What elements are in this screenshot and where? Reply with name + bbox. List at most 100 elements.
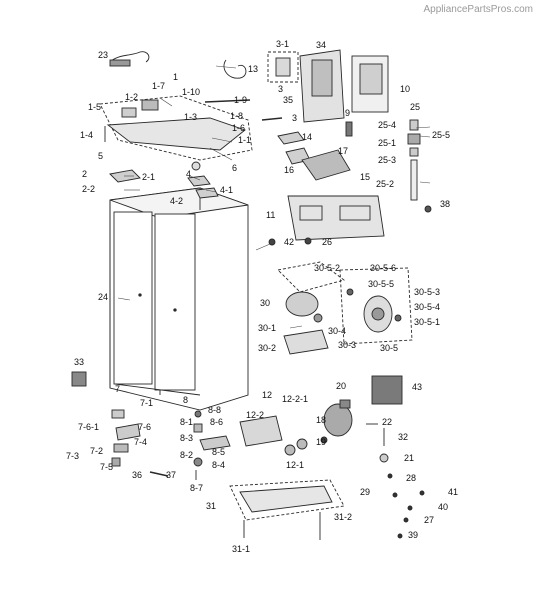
callout-24: 24 bbox=[98, 292, 108, 302]
compressor-18 bbox=[320, 399, 389, 463]
callout-8-7: 8-7 bbox=[190, 483, 203, 493]
callout-1-4: 1-4 bbox=[80, 130, 93, 140]
callout-1-9: 1-9 bbox=[234, 95, 247, 105]
callout-8-1: 8-1 bbox=[180, 417, 193, 427]
callout-7-3: 7-3 bbox=[66, 451, 79, 461]
callout-29: 29 bbox=[360, 487, 370, 497]
callout-25-1: 25-1 bbox=[378, 138, 396, 148]
callout-38: 38 bbox=[440, 199, 450, 209]
callout-12: 12 bbox=[262, 390, 272, 400]
callout-27: 27 bbox=[424, 515, 434, 525]
callout-17: 17 bbox=[338, 146, 348, 156]
callout-30-5-3: 30-5-3 bbox=[414, 287, 440, 297]
callout-8-5: 8-5 bbox=[212, 447, 225, 457]
callout-16: 16 bbox=[284, 165, 294, 175]
callout-30-3: 30-3 bbox=[338, 340, 356, 350]
callout-23: 23 bbox=[98, 50, 108, 60]
callout-1-1: 1-1 bbox=[238, 135, 251, 145]
callout-2-2: 2-2 bbox=[82, 184, 95, 194]
callout-1-10: 1-10 bbox=[182, 87, 200, 97]
callout-30-5: 30-5 bbox=[380, 343, 398, 353]
callout-30-4: 30-4 bbox=[328, 326, 346, 336]
callout-30-1: 30-1 bbox=[258, 323, 276, 333]
callout-12-2: 12-2 bbox=[246, 410, 264, 420]
callout-28: 28 bbox=[406, 473, 416, 483]
wire-harness-23 bbox=[109, 51, 150, 63]
callout-13: 13 bbox=[248, 64, 258, 74]
callout-19: 19 bbox=[316, 437, 326, 447]
callout-1-8: 1-8 bbox=[230, 111, 243, 121]
fan-assembly-30 bbox=[277, 261, 346, 355]
callout-35: 35 bbox=[283, 95, 293, 105]
callout-4: 4 bbox=[186, 169, 191, 179]
callout-2-1: 2-1 bbox=[142, 172, 155, 182]
callout-9: 9 bbox=[345, 108, 350, 118]
callout-5: 5 bbox=[98, 151, 103, 161]
callout-1-7: 1-7 bbox=[152, 81, 165, 91]
callout-39: 39 bbox=[408, 530, 418, 540]
callout-1: 1 bbox=[173, 72, 178, 82]
callout-31-2: 31-2 bbox=[334, 512, 352, 522]
callout-7-6-1: 7-6-1 bbox=[78, 422, 99, 432]
callout-7-4: 7-4 bbox=[134, 437, 147, 447]
watermark: AppliancePartsPros.com bbox=[423, 4, 534, 15]
top-cover-assembly bbox=[99, 95, 253, 161]
callout-30-5-2: 30-5-2 bbox=[314, 263, 340, 273]
callout-8: 8 bbox=[183, 395, 188, 405]
callout-3: 3 bbox=[278, 84, 283, 94]
callout-30-5-6: 30-5-6 bbox=[370, 263, 396, 273]
cabinet-body bbox=[109, 187, 249, 411]
callout-6: 6 bbox=[232, 163, 237, 173]
callout-30-5-1: 30-5-1 bbox=[414, 317, 440, 327]
callout-25-5: 25-5 bbox=[432, 130, 450, 140]
callout-32: 32 bbox=[398, 432, 408, 442]
callout-31: 31 bbox=[206, 501, 216, 511]
water-filter-column bbox=[407, 119, 432, 213]
callout-14: 14 bbox=[302, 132, 312, 142]
water-tube-13 bbox=[223, 59, 247, 79]
callout-33: 33 bbox=[74, 357, 84, 367]
callout-4-2: 4-2 bbox=[170, 196, 183, 206]
callout-1-3: 1-3 bbox=[184, 112, 197, 122]
callout-30-2: 30-2 bbox=[258, 343, 276, 353]
callout-8-4: 8-4 bbox=[212, 460, 225, 470]
callout-2: 2 bbox=[82, 169, 87, 179]
callout-40: 40 bbox=[438, 502, 448, 512]
callout-1-6: 1-6 bbox=[232, 123, 245, 133]
callout-15: 15 bbox=[360, 172, 370, 182]
callout-8-3: 8-3 bbox=[180, 433, 193, 443]
lower-hinge-left bbox=[111, 409, 169, 477]
callout-4-1: 4-1 bbox=[220, 185, 233, 195]
callout-25: 25 bbox=[410, 102, 420, 112]
callout-8-2: 8-2 bbox=[180, 450, 193, 460]
grille-43 bbox=[371, 375, 403, 405]
callout-7: 7 bbox=[115, 384, 120, 394]
lower-hinge-right bbox=[193, 410, 231, 480]
callout-25-4: 25-4 bbox=[378, 120, 396, 130]
callout-1-2: 1-2 bbox=[125, 92, 138, 102]
callout-11: 11 bbox=[266, 210, 275, 220]
callout-43: 43 bbox=[412, 382, 422, 392]
callout-30-5-4: 30-5-4 bbox=[414, 302, 440, 312]
callout-7-1: 7-1 bbox=[140, 398, 153, 408]
callout-18: 18 bbox=[316, 415, 326, 425]
callout-34: 34 bbox=[316, 40, 326, 50]
callout-7-6: 7-6 bbox=[138, 422, 151, 432]
callout-36: 36 bbox=[132, 470, 142, 480]
callout-12-2-1: 12-2-1 bbox=[282, 394, 308, 404]
callout-30-5-5: 30-5-5 bbox=[368, 279, 394, 289]
callout-42: 42 bbox=[284, 237, 294, 247]
callout-21: 21 bbox=[404, 453, 414, 463]
callout-3b: 3 bbox=[292, 113, 297, 123]
callout-1-5: 1-5 bbox=[88, 102, 101, 112]
callout-8-6: 8-6 bbox=[210, 417, 223, 427]
callout-10: 10 bbox=[400, 84, 410, 94]
callout-7-5: 7-5 bbox=[100, 462, 113, 472]
callout-30: 30 bbox=[260, 298, 270, 308]
evap-cover-11 bbox=[287, 195, 385, 241]
callout-41: 41 bbox=[448, 487, 458, 497]
callout-8-8: 8-8 bbox=[208, 405, 221, 415]
base-plate-31 bbox=[229, 479, 345, 521]
